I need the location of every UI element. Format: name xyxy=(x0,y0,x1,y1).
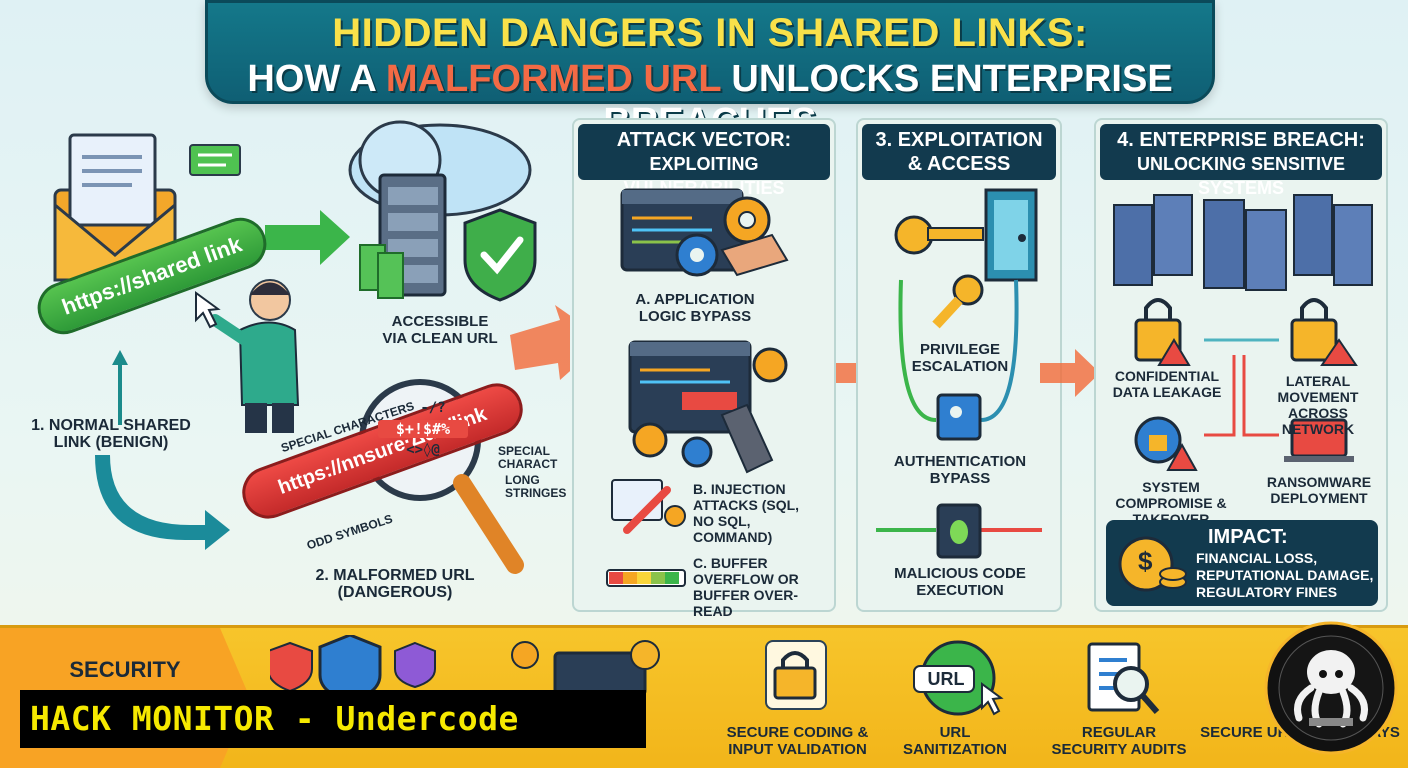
secure-coding-icon-card xyxy=(765,640,827,710)
arrow-orange-1 xyxy=(510,305,570,380)
security-title: SECURITY xyxy=(69,657,181,682)
arrow-orange-3 xyxy=(1040,349,1100,397)
breach-subtitle: UNLOCKING SENSITIVE SYSTEMS xyxy=(1136,154,1346,198)
attack-item-b: B. INJECTION ATTACKS (SQL, NO SQL, COMMA… xyxy=(693,481,800,545)
monitor-icon xyxy=(553,651,647,695)
flow-line-red xyxy=(1204,355,1236,437)
attack-vector-icons xyxy=(606,188,789,587)
title-highlight: MALFORMED URL xyxy=(385,58,721,100)
title-line1: HIDDEN DANGERS IN SHARED LINKS: xyxy=(332,11,1088,55)
globe-url-icon xyxy=(913,640,1004,716)
flow-line-red-2 xyxy=(1242,355,1279,437)
confidential-label: CONFIDENTIAL DATA LEAKAGE xyxy=(1112,368,1222,400)
exploitation-header: 3. EXPLOITATION & ACCESS xyxy=(862,124,1056,180)
breach-icons xyxy=(1113,194,1373,471)
coin-icon xyxy=(1118,536,1187,592)
practice-url-sanitization: URL SANITIZATION xyxy=(903,724,1007,758)
gear-icon xyxy=(675,196,771,277)
ransomware-label: RANSOMWARE DEPLOYMENT xyxy=(1266,474,1372,506)
hand-icon xyxy=(720,233,789,277)
long-strings-label: LONG STRINGES xyxy=(505,473,567,500)
exploitation-title: 3. EXPLOITATION & ACCESS xyxy=(875,129,1043,175)
flow-line-blue xyxy=(980,279,1019,422)
gear-icon-bottom xyxy=(511,641,539,669)
exploitation-icons xyxy=(876,188,1042,559)
privilege-escalation-label: PRIVILEGE ESCALATION xyxy=(911,341,1009,375)
arrow-right-icon xyxy=(265,210,350,265)
accessible-label: ACCESSIBLE VIA CLEAN URL xyxy=(382,313,498,347)
special-charact-label: SPECIAL CHARACT xyxy=(498,444,558,471)
impact-box: $ IMPACT: FINANCIAL LOSS, REPUTATIONAL D… xyxy=(1106,520,1378,606)
code-lock-icon xyxy=(773,651,817,700)
gear-icon-4 xyxy=(681,436,713,468)
practice-secure-coding: SECURE CODING & INPUT VALIDATION xyxy=(726,724,869,758)
title-line2: HOW A MALFORMED URL UNLOCKS ENTERPRISE B… xyxy=(208,58,1212,144)
practice-security-audits: REGULAR SECURITY AUDITS xyxy=(1051,724,1187,758)
shield-check-icon xyxy=(463,208,537,302)
lock-icon xyxy=(936,393,982,441)
breach-title: 4. ENTERPRISE BREACH: xyxy=(1117,129,1365,151)
key-icon-2 xyxy=(932,274,984,329)
syringe-icon xyxy=(611,479,686,534)
attack-item-a: A. APPLICATION LOGIC BYPASS xyxy=(635,291,755,325)
gear-icon-2 xyxy=(752,347,788,383)
coin-symbol: $ xyxy=(1138,546,1153,576)
lateral-label: LATERAL MOVEMENT ACROSS NETWORK xyxy=(1277,373,1359,437)
url-icon-text: URL xyxy=(927,669,965,689)
door-icon xyxy=(984,188,1038,282)
gear-icon-3 xyxy=(632,422,668,458)
impact-item-2: REPUTATIONAL DAMAGE, xyxy=(1196,567,1374,583)
user-pointing-icon xyxy=(195,279,300,433)
watermark-banner: HACK MONITOR - Undercode xyxy=(20,690,646,748)
warning-icon xyxy=(1157,338,1191,366)
octopus-logo-icon xyxy=(1264,621,1398,755)
cloud-server-icon xyxy=(348,120,532,299)
shield-icon-2 xyxy=(318,635,382,695)
gear-lock-icon xyxy=(1134,416,1182,464)
impact-item-3: REGULATORY FINES xyxy=(1196,584,1338,600)
compromise-label: SYSTEM COMPROMISE & TAKEOVER xyxy=(1115,479,1227,527)
malformed-label: 2. MALFORMED URL (DANGEROUS) xyxy=(315,567,475,601)
impact-title: IMPACT: xyxy=(1208,526,1288,548)
attack-item-c: C. BUFFER OVERFLOW OR BUFFER OVER-READ xyxy=(693,555,799,619)
buffer-bar-icon xyxy=(606,569,686,587)
check-badge-icon xyxy=(630,640,660,670)
breach-header: 4. ENTERPRISE BREACH: UNLOCKING SENSITIV… xyxy=(1100,124,1382,198)
normal-link-label: 1. NORMAL SHARED LINK (BENIGN) xyxy=(31,417,191,451)
left-illustration xyxy=(53,120,570,574)
title-line2-pre: HOW A xyxy=(247,58,386,100)
key-icon xyxy=(894,215,984,255)
bug-icon xyxy=(936,503,982,559)
authentication-bypass-label: AUTHENTICATION BYPASS xyxy=(893,453,1027,487)
attack-vector-header: ATTACK VECTOR: EXPLOITING VULNERABILITIE… xyxy=(578,124,830,198)
header-banner: HIDDEN DANGERS IN SHARED LINKS: HOW A MA… xyxy=(205,0,1215,143)
attack-vector-title: ATTACK VECTOR: xyxy=(616,129,792,151)
checklist-icon xyxy=(1087,642,1160,714)
magnifier-line2: $+!$#% xyxy=(378,420,468,438)
laptop-warning-icon xyxy=(1284,418,1354,462)
flow-line-green xyxy=(898,279,937,422)
bottom-left-icons xyxy=(270,635,660,695)
shield-icon xyxy=(270,641,313,693)
curve-arrow-icon xyxy=(95,455,230,550)
magnifier-content: -/? $+!$#% <>◊@ xyxy=(378,400,468,458)
lock-icon-3 xyxy=(1290,298,1338,362)
code-window-icon-2 xyxy=(628,340,752,434)
impact-item-1: FINANCIAL LOSS, xyxy=(1196,550,1318,566)
magnifier-line1: -/? xyxy=(420,400,446,416)
malicious-code-label: MALICIOUS CODE EXECUTION xyxy=(894,565,1026,599)
shield-icon-3 xyxy=(394,641,436,689)
warning-icon-2 xyxy=(1320,338,1358,366)
warning-icon-3 xyxy=(1166,442,1198,471)
hand-icon-2 xyxy=(720,403,774,474)
server-rack-icon xyxy=(1113,194,1373,291)
magnifier-line3: <>◊@ xyxy=(406,442,440,458)
